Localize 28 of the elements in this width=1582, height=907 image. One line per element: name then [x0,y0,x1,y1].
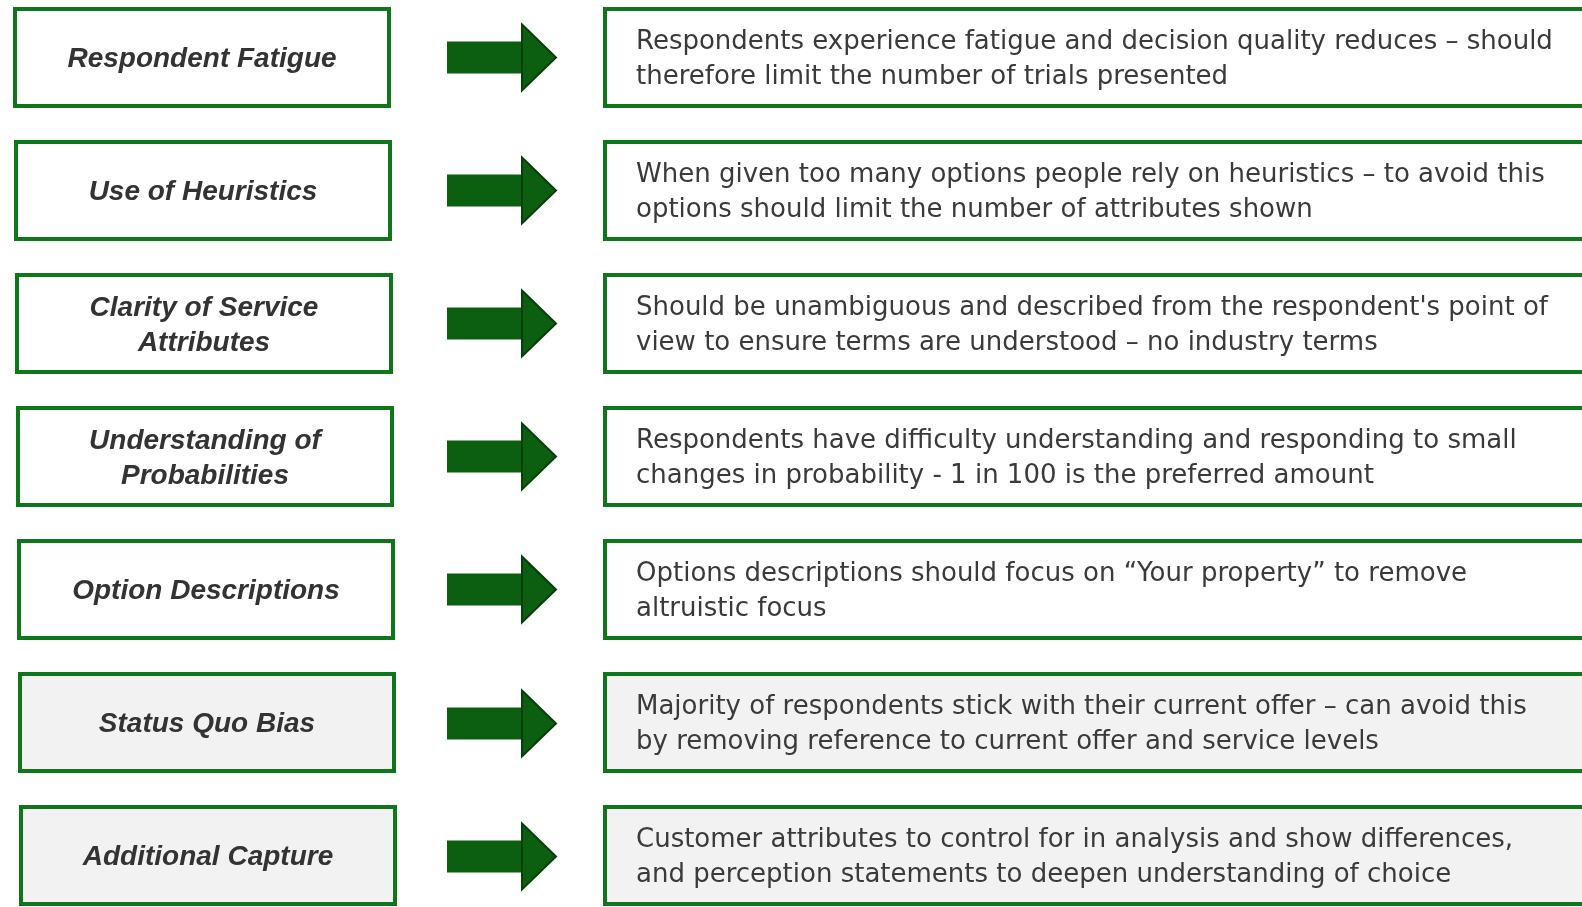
topic-label: Option Descriptions [71,573,341,607]
topic-box [16,406,394,507]
topic-box [14,140,392,241]
description-box [603,672,1582,773]
description-text: Respondents have difficulty understanding and responding to small changes in probability - 1 in 100 is the preferred amount [635,422,1518,491]
description-box [603,406,1582,507]
description-text: Options descriptions should focus on “Your property” to remove altruistic focus [635,555,1469,624]
topic-box [18,672,396,773]
topic-label: Status Quo Bias [97,706,317,740]
description-text: Should be unambiguous and described from the respondent's point of view to ensure terms are understood – no industry terms [635,289,1550,358]
topic-label: Respondent Fatigue [66,41,338,75]
description-box [603,273,1582,374]
topic-box [19,805,397,906]
topic-label: Use of Heuristics [87,174,319,208]
topic-label: Understanding of Probabilities [88,422,324,492]
description-text: When given too many options people rely on heuristics – to avoid this options should limit the number of attributes shown [635,156,1546,225]
topic-label: Clarity of Service Attributes [88,289,320,359]
description-text: Majority of respondents stick with their current offer – can avoid this by removing reference to current offer and service levels [635,688,1528,757]
topic-box [17,539,395,640]
topic-box [13,7,391,108]
description-box [603,7,1582,108]
description-text: Customer attributes to control for in analysis and show differences, and perception statements to deepen understanding of choice [635,821,1515,890]
topic-label: Additional Capture [81,839,335,873]
description-box [603,805,1582,906]
description-text: Respondents experience fatigue and decision quality reduces – should therefore limit the number of trials presented [635,23,1554,92]
topic-box [15,273,393,374]
description-box [603,140,1582,241]
description-box [603,539,1582,640]
